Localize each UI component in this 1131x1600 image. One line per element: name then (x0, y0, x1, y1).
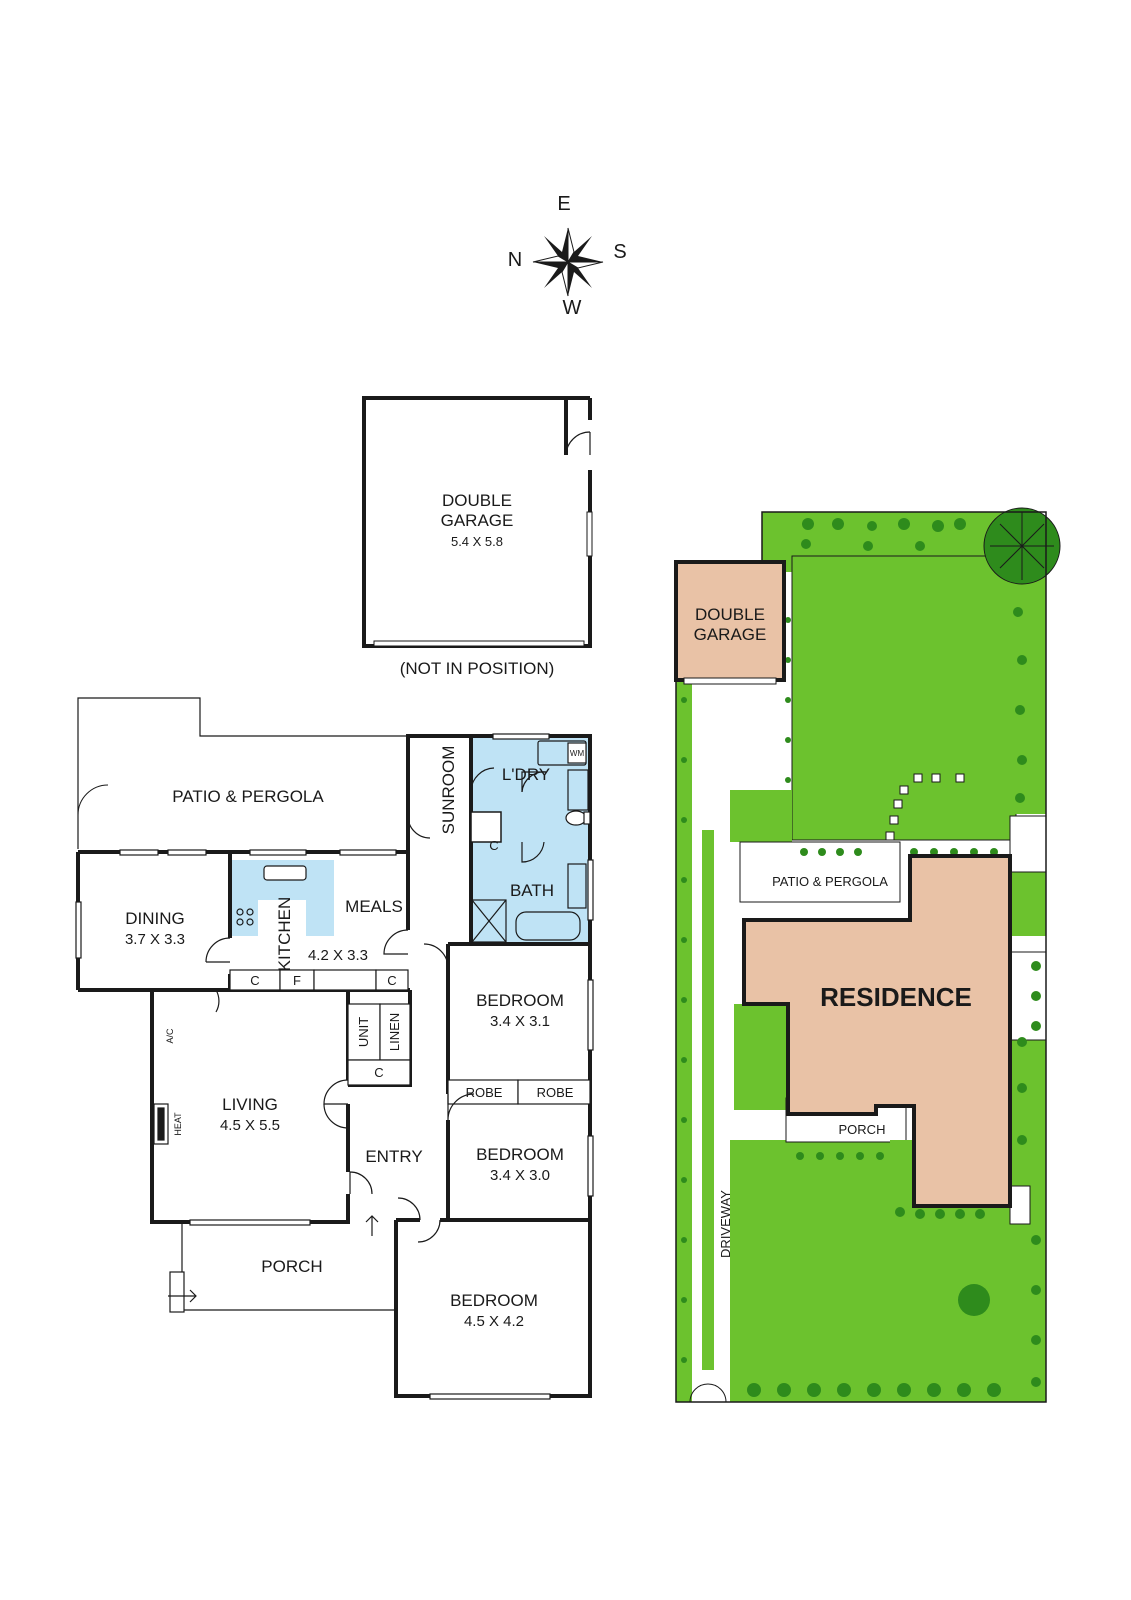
ac-label: A/C (165, 1028, 175, 1044)
bedroom-1-label: BEDROOM (476, 991, 564, 1010)
kitchen-dims: 4.2 X 3.3 (308, 947, 368, 964)
compass-w: W (563, 297, 582, 319)
fixtures (75, 733, 594, 1400)
fridge-label: F (293, 973, 301, 988)
laundry-cupboard-label: C (489, 838, 498, 853)
bedroom-3-dims: 4.5 X 4.2 (464, 1313, 524, 1330)
bath-fill (471, 842, 590, 944)
sunroom-label: SUNROOM (439, 746, 458, 835)
residence-label: RESIDENCE (820, 982, 972, 1012)
site-porch-label: PORCH (839, 1122, 886, 1137)
kitchen-bench-left (230, 860, 258, 936)
robe-1-label: ROBE (466, 1085, 503, 1100)
heat-label: HEAT (173, 1112, 183, 1136)
patio-outline: PATIO & PERGOLA (77, 697, 409, 852)
unit-label: UNIT (356, 1017, 371, 1047)
compass-n: N (508, 249, 522, 271)
meals-cupboard-label: C (387, 973, 396, 988)
bedroom-1-dims: 3.4 X 3.1 (490, 1013, 550, 1030)
site-patio-label: PATIO & PERGOLA (772, 874, 888, 889)
compass-rose: E S N W (508, 193, 627, 319)
site-garage-label-2: GARAGE (694, 625, 767, 644)
room-labels: DINING 3.7 X 3.3 KITCHEN 4.2 X 3.3 MEALS… (125, 746, 584, 1330)
garage-name-1: DOUBLE (442, 491, 512, 510)
garage-note: (NOT IN POSITION) (400, 659, 555, 678)
site-plan: DOUBLE GARAGE RESIDENCE PATIO & PERGOLA … (674, 507, 1061, 1403)
linen-label: LINEN (387, 1013, 402, 1051)
kitchen-island (306, 860, 334, 936)
bedroom-2-label: BEDROOM (476, 1145, 564, 1164)
laundry-label: L'DRY (502, 765, 550, 784)
compass-e: E (557, 193, 570, 215)
site-garage-label-1: DOUBLE (695, 605, 765, 624)
patio-label: PATIO & PERGOLA (172, 787, 324, 806)
dining-dims: 3.7 X 3.3 (125, 931, 185, 948)
porch-label: PORCH (261, 1257, 322, 1276)
bedroom-3-label: BEDROOM (450, 1291, 538, 1310)
bath-label: BATH (510, 881, 554, 900)
living-label: LIVING (222, 1095, 278, 1114)
living-dims: 4.5 X 5.5 (220, 1117, 280, 1134)
entry-label: ENTRY (365, 1147, 422, 1166)
hall-cupboard-label: C (374, 1065, 383, 1080)
bedroom-2-dims: 3.4 X 3.0 (490, 1167, 550, 1184)
wm-label: WM (570, 749, 585, 758)
driveway-label: DRIVEWAY (718, 1190, 733, 1258)
dining-label: DINING (125, 909, 185, 928)
meals-label: MEALS (345, 897, 403, 916)
garage-dims: 5.4 X 5.8 (451, 534, 503, 549)
detached-garage: DOUBLE GARAGE 5.4 X 5.8 (NOT IN POSITION… (362, 396, 593, 678)
compass-s: S (613, 241, 626, 263)
kitchen-label: KITCHEN (275, 897, 294, 972)
garage-name-2: GARAGE (441, 511, 514, 530)
robe-2-label: ROBE (537, 1085, 574, 1100)
kitchen-cupboard-label: C (250, 973, 259, 988)
